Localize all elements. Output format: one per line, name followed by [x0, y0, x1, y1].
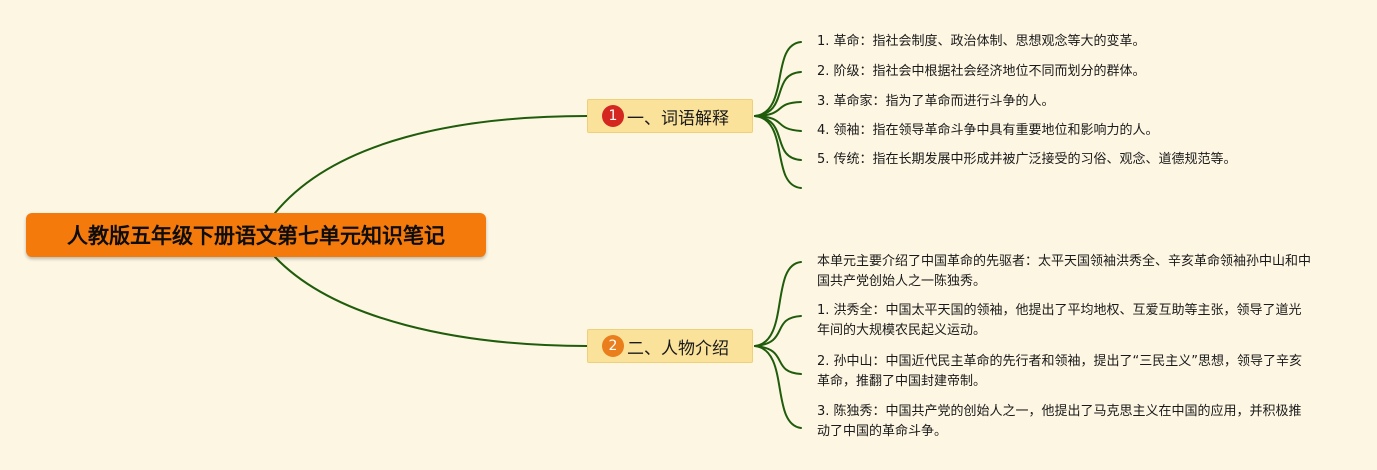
connector-b2-leaf-2 — [754, 315, 802, 347]
leaf-topic[interactable]: 本单元主要介绍了中国革命的先驱者：太平天国领袖洪秀全、辛亥革命领袖孙中山和中国共… — [817, 254, 1312, 289]
leaf-topic[interactable]: 5. 传统：指在长期发展中形成并被广泛接受的习俗、观念、道德规范等。 — [817, 152, 1237, 167]
connector-b2-leaf-3 — [754, 345, 802, 375]
leaf-topic[interactable]: 3. 陈独秀：中国共产党的创始人之一，他提出了马克思主义在中国的应用，并积极推动… — [817, 404, 1302, 439]
branch-word-explanations[interactable]: 1 一、词语解释 — [587, 99, 753, 133]
connector-root-branch-2 — [274, 256, 588, 347]
connector-b1-leaf-1 — [754, 41, 802, 117]
leaf-topic[interactable]: 1. 洪秀全：中国太平天国的领袖，他提出了平均地权、互爱互助等主张，领导了道光年… — [817, 303, 1302, 338]
leaf-topic[interactable]: 3. 革命家：指为了革命而进行斗争的人。 — [817, 94, 1055, 109]
number-badge-1: 1 — [602, 105, 624, 127]
connector-b1-leaf-3 — [754, 101, 802, 117]
branch-label: 一、词语解释 — [627, 108, 729, 129]
connector-root-branch-1 — [274, 115, 588, 214]
connector-b1-leaf-2 — [754, 71, 802, 117]
connector-b2-leaf-4 — [754, 345, 802, 429]
branch-character-intro[interactable]: 2 二、人物介绍 — [587, 329, 753, 363]
leaf-topic[interactable]: 1. 革命：指社会制度、政治体制、思想观念等大的变革。 — [817, 34, 1146, 49]
branch-label: 二、人物介绍 — [627, 338, 729, 359]
connector-b2-leaf-1 — [754, 261, 802, 347]
connector-b1-leaf-6 — [754, 115, 802, 189]
connector-b1-leaf-4 — [754, 115, 802, 132]
number-badge-2: 2 — [602, 335, 624, 357]
central-topic[interactable]: 人教版五年级下册语文第七单元知识笔记 — [26, 213, 486, 257]
leaf-topic[interactable]: 2. 孙中山：中国近代民主革命的先行者和领袖，提出了“三民主义”思想，领导了辛亥… — [817, 354, 1303, 389]
leaf-topic[interactable]: 2. 阶级：指社会中根据社会经济地位不同而划分的群体。 — [817, 64, 1146, 79]
leaf-topic[interactable]: 4. 领袖：指在领导革命斗争中具有重要地位和影响力的人。 — [817, 123, 1159, 138]
